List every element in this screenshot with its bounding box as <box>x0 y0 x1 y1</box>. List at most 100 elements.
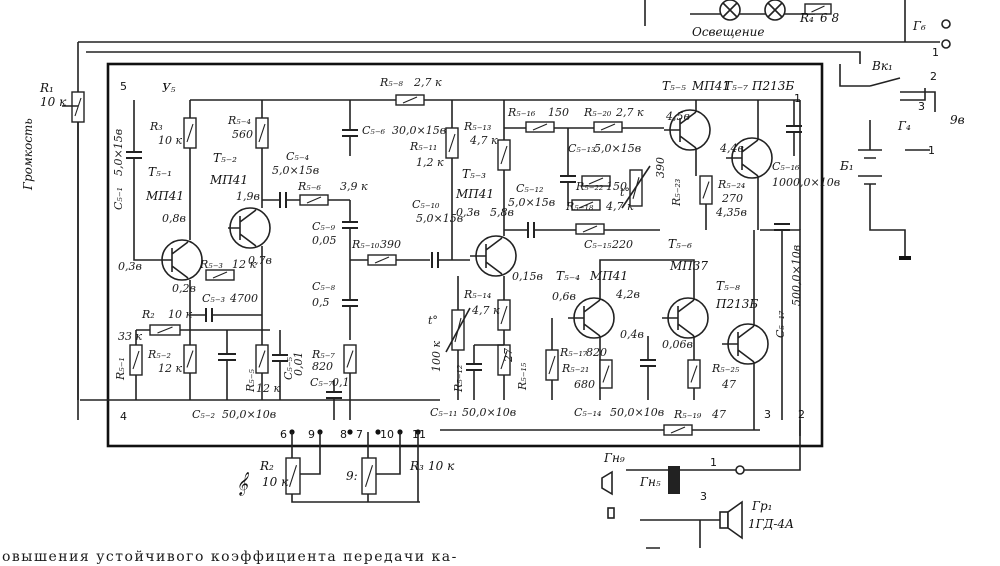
jack-gn9-label: Гн₉ <box>603 451 625 465</box>
svg-text:0,6в: 0,6в <box>552 290 576 303</box>
svg-text:270: 270 <box>721 192 743 205</box>
svg-text:C₅₋₁₃: C₅₋₁₃ <box>568 142 595 155</box>
svg-text:1: 1 <box>928 144 935 157</box>
value-r1: 10 к <box>40 95 67 109</box>
svg-text:47: 47 <box>721 378 736 391</box>
svg-text:R₅₋₁₅: R₅₋₁₅ <box>516 362 529 391</box>
capacitor-c5-11 <box>466 363 482 371</box>
resistor-hatch <box>500 305 508 325</box>
svg-text:0,06в: 0,06в <box>662 338 693 351</box>
svg-text:150: 150 <box>606 180 627 193</box>
transistor-t5-4 <box>568 297 615 339</box>
svg-text:2: 2 <box>930 70 937 83</box>
transistor-t5-7 <box>726 137 773 179</box>
svg-text:C₅₋₆: C₅₋₆ <box>362 124 386 137</box>
label-r1: R₁ <box>39 81 54 95</box>
capacitor-c5-4 <box>279 192 287 208</box>
svg-text:R₅₋₁₄: R₅₋₁₄ <box>463 288 491 301</box>
svg-text:500,0×10в: 500,0×10в <box>790 245 803 306</box>
svg-text:C₅₋₉: C₅₋₉ <box>312 220 336 233</box>
svg-text:10 к: 10 к <box>158 134 182 147</box>
svg-text:C₅₋₁₀: C₅₋₁₀ <box>412 198 440 211</box>
ground-rail <box>80 399 760 431</box>
svg-text:R₅₋₂₄: R₅₋₂₄ <box>717 178 745 191</box>
svg-text:МП41: МП41 <box>589 269 628 283</box>
svg-text:11: 11 <box>412 428 426 441</box>
resistor-hatch <box>811 5 825 13</box>
capacitor-c5-9 <box>342 221 358 229</box>
svg-text:820: 820 <box>586 346 607 359</box>
transistor-t5-3 <box>470 235 517 277</box>
svg-text:C₅₋₁₆: C₅₋₁₆ <box>772 160 800 173</box>
svg-text:C₅₋₁₁: C₅₋₁₁ <box>430 406 457 419</box>
svg-text:5,0×15в: 5,0×15в <box>272 164 319 177</box>
svg-text:12 к: 12 к <box>158 362 182 375</box>
resistor-hatch <box>258 350 266 368</box>
switch-label: Вк₁ <box>871 59 893 73</box>
svg-text:0,4в: 0,4в <box>620 328 644 341</box>
svg-text:10 к: 10 к <box>428 459 455 473</box>
svg-text:4,2в: 4,2в <box>615 288 640 301</box>
svg-text:4700: 4700 <box>229 292 258 305</box>
transistor-t5-5 <box>664 109 711 151</box>
svg-text:0,3в: 0,3в <box>118 260 142 273</box>
svg-text:R₅₋₄: R₅₋₄ <box>227 114 251 127</box>
svg-text:150: 150 <box>548 106 569 119</box>
volume-label: Громкость <box>21 118 35 191</box>
svg-text:C₅₋₁₄: C₅₋₁₄ <box>574 406 601 419</box>
svg-text:5,8в: 5,8в <box>490 206 514 219</box>
svg-text:1: 1 <box>932 46 939 59</box>
plug-g4-label: Г₄ <box>897 119 911 133</box>
svg-text:0,5: 0,5 <box>312 296 330 309</box>
module-frame <box>106 62 824 448</box>
svg-text:R₅₋₁₀: R₅₋₁₀ <box>351 238 380 251</box>
svg-text:47: 47 <box>711 408 726 421</box>
svg-text:6: 6 <box>280 428 287 441</box>
capacitor-c5-12 <box>527 222 535 238</box>
svg-text:100 к: 100 к <box>430 341 443 372</box>
svg-text:560: 560 <box>232 128 253 141</box>
svg-text:9в: 9в <box>950 113 965 127</box>
battery-icon <box>858 120 930 260</box>
label-r2-dummy: R₂ <box>259 459 274 473</box>
jack-gn5-label: Гн₅ <box>639 475 661 489</box>
label-t5-1: T₅₋₁ <box>148 165 172 179</box>
svg-text:П213Б: П213Б <box>715 297 758 311</box>
label-r4: R₄ <box>799 11 814 25</box>
resistor-hatch <box>374 256 390 264</box>
resistor-hatch <box>186 123 194 143</box>
capacitor-c5-6 <box>342 129 358 137</box>
svg-text:1000,0×10в: 1000,0×10в <box>772 176 840 189</box>
svg-text:t°: t° <box>620 186 630 199</box>
svg-text:0,7в: 0,7в <box>248 254 272 267</box>
resistor-hatch <box>186 350 194 368</box>
resistor-hatch <box>582 225 598 233</box>
resistor-hatch <box>306 196 322 204</box>
resistor-hatch <box>402 96 418 104</box>
svg-text:5: 5 <box>120 80 127 93</box>
speaker-type: 1ГД-4А <box>748 517 794 531</box>
jack-body <box>668 466 680 494</box>
svg-text:4,35в: 4,35в <box>715 206 747 219</box>
svg-text:R₂: R₂ <box>141 308 155 321</box>
resistor-hatch <box>132 350 140 370</box>
svg-text:0,8в: 0,8в <box>162 212 186 225</box>
svg-text:C₅₋₁₂: C₅₋₁₂ <box>516 182 543 195</box>
svg-text:C₅₋₁: C₅₋₁ <box>112 187 125 210</box>
svg-text:R₃: R₃ <box>149 120 163 133</box>
svg-text:12 к: 12 к <box>232 258 256 271</box>
svg-text:680: 680 <box>574 378 595 391</box>
svg-text:C₅₋₃: C₅₋₃ <box>202 292 225 305</box>
capacitor-c5-17 <box>774 223 790 231</box>
svg-text:R₅₋₆: R₅₋₆ <box>297 180 321 193</box>
svg-text:5,0×15в: 5,0×15в <box>112 129 125 176</box>
transistor-t5-8 <box>722 323 769 365</box>
svg-text:0,05: 0,05 <box>312 234 337 247</box>
svg-text:9: 9 <box>308 428 315 441</box>
svg-text:МП41: МП41 <box>209 173 248 187</box>
svg-text:C₅₋₅: C₅₋₅ <box>282 356 295 380</box>
transistor-t5-1 <box>160 239 203 281</box>
svg-text:7: 7 <box>356 428 363 441</box>
resistor-hatch <box>346 350 354 368</box>
svg-text:R₅₋₂₃: R₅₋₂₃ <box>670 179 683 207</box>
